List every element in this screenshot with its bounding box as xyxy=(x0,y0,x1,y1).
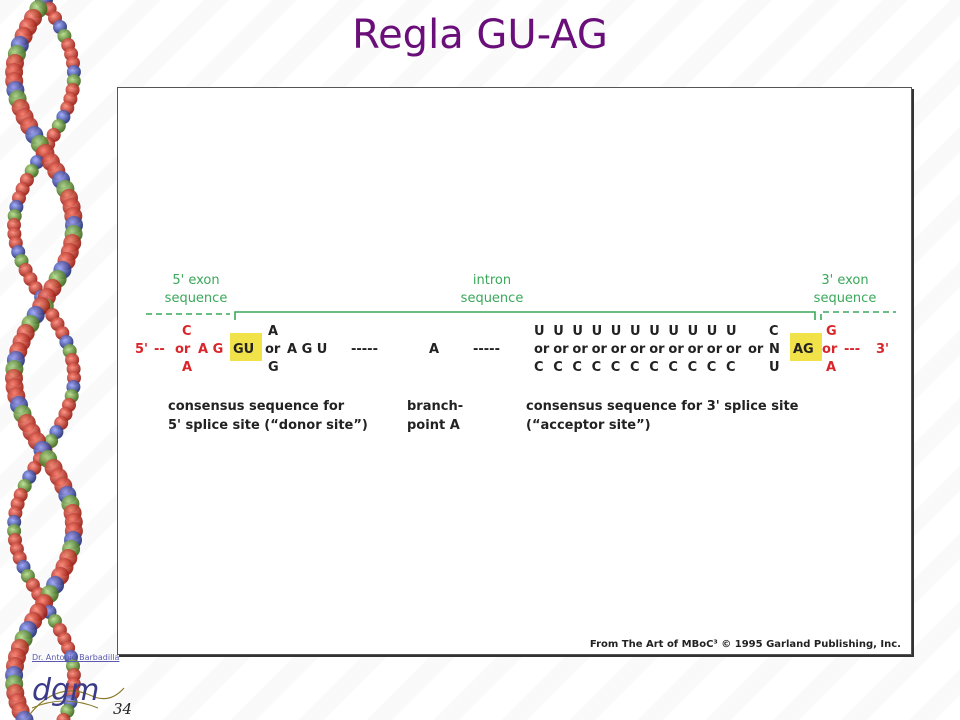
left-top-base: C xyxy=(182,324,192,339)
n-base: N xyxy=(769,342,780,357)
exon5-label-line2: sequence xyxy=(165,291,228,306)
five-prime-end: 5' xyxy=(135,342,148,357)
pyrimidine-top-base: U xyxy=(534,324,545,339)
dgm-logo: dgm xyxy=(29,673,125,715)
pyrimidine-top-base: U xyxy=(553,324,564,339)
ag-highlight xyxy=(790,333,822,361)
post-gu-top: A xyxy=(268,324,278,339)
exon5-label-line1: 5' exon xyxy=(172,273,219,288)
left-bottom-base: A xyxy=(182,360,192,375)
pyrimidine-or: or xyxy=(611,342,627,357)
pyrimidine-or: or xyxy=(668,342,684,357)
pyrimidine-bottom-base: C xyxy=(553,360,563,375)
n-bottom: U xyxy=(769,360,780,375)
right-top-base: G xyxy=(826,324,837,339)
exon3-label-line2: sequence xyxy=(814,291,877,306)
left-or: or xyxy=(175,342,191,357)
branch-caption-line1: branch- xyxy=(407,399,463,414)
pyrimidine-bottom-base: C xyxy=(726,360,736,375)
acceptor-caption-line1: consensus sequence for 3' splice site xyxy=(526,399,799,414)
right-dash: --- xyxy=(844,342,860,357)
exon3-label-line1: 3' exon xyxy=(821,273,868,288)
right-bottom-base: A xyxy=(826,360,836,375)
left-ag: A G xyxy=(198,342,223,357)
branch-caption-line2: point A xyxy=(407,418,460,433)
dna-helix-image xyxy=(5,0,83,720)
slide-title: Regla GU-AG xyxy=(352,12,608,58)
gu-dinucleotide: GU xyxy=(233,342,254,357)
branch-point-a: A xyxy=(429,342,439,357)
pyrimidine-bottom-base: C xyxy=(649,360,659,375)
pyrimidine-top-base: U xyxy=(592,324,603,339)
three-prime-end: 3' xyxy=(876,342,889,357)
pyrimidine-bottom-base: C xyxy=(572,360,582,375)
logo-text: dgm xyxy=(32,673,99,708)
intron-bracket xyxy=(234,311,816,320)
n-or: or xyxy=(748,342,764,357)
pyrimidine-top-base: U xyxy=(707,324,718,339)
gu-highlight xyxy=(230,333,262,361)
pyrimidine-bottom-base: C xyxy=(707,360,717,375)
pyrimidine-top-base: U xyxy=(611,324,622,339)
splice-site-diagram: 5' exon sequence intron sequence 3' exon… xyxy=(135,273,896,433)
n-top: C xyxy=(769,324,779,339)
pyrimidine-or: or xyxy=(726,342,742,357)
left-dash: -- xyxy=(154,342,165,357)
ag-dinucleotide: AG xyxy=(793,342,814,357)
pyrimidine-bottom-base: C xyxy=(668,360,678,375)
pyrimidine-bottom-base: C xyxy=(630,360,640,375)
acceptor-caption-line2: (“acceptor site”) xyxy=(526,418,651,433)
pyrimidine-bottom-base: C xyxy=(688,360,698,375)
pyrimidine-top-base: U xyxy=(630,324,641,339)
post-gu-or: or xyxy=(265,342,281,357)
pyrimidine-or: or xyxy=(553,342,569,357)
figure-panel: 5' exon sequence intron sequence 3' exon… xyxy=(117,87,912,655)
dashes-2: ----- xyxy=(473,342,500,357)
pyrimidine-or: or xyxy=(572,342,588,357)
donor-caption-line1: consensus sequence for xyxy=(168,399,345,414)
agu-motif: A G U xyxy=(287,342,327,357)
pyrimidine-or: or xyxy=(707,342,723,357)
pyrimidine-top-base: U xyxy=(572,324,583,339)
pyrimidine-top-base: U xyxy=(688,324,699,339)
right-or: or xyxy=(822,342,838,357)
figure-attribution: From The Art of MBoC³ © 1995 Garland Pub… xyxy=(589,639,901,650)
author-link[interactable]: Dr. Antonio Barbadilla xyxy=(32,653,120,662)
page-number: 34 xyxy=(113,700,133,718)
pyrimidine-top-base: U xyxy=(726,324,737,339)
post-gu-bottom: G xyxy=(268,360,279,375)
pyrimidine-tract: UorCUorCUorCUorCUorCUorCUorCUorCUorCUorC… xyxy=(534,324,742,375)
pyrimidine-top-base: U xyxy=(649,324,660,339)
pyrimidine-bottom-base: C xyxy=(592,360,602,375)
exon3-bracket xyxy=(820,311,896,320)
pyrimidine-or: or xyxy=(688,342,704,357)
pyrimidine-bottom-base: C xyxy=(611,360,621,375)
dashes-1: ----- xyxy=(351,342,378,357)
pyrimidine-top-base: U xyxy=(668,324,679,339)
donor-caption-line2: 5' splice site (“donor site”) xyxy=(168,418,368,433)
pyrimidine-or: or xyxy=(592,342,608,357)
pyrimidine-or: or xyxy=(630,342,646,357)
pyrimidine-or: or xyxy=(649,342,665,357)
intron-label-line2: sequence xyxy=(461,291,524,306)
pyrimidine-bottom-base: C xyxy=(534,360,544,375)
intron-label-line1: intron xyxy=(473,273,511,288)
pyrimidine-or: or xyxy=(534,342,550,357)
